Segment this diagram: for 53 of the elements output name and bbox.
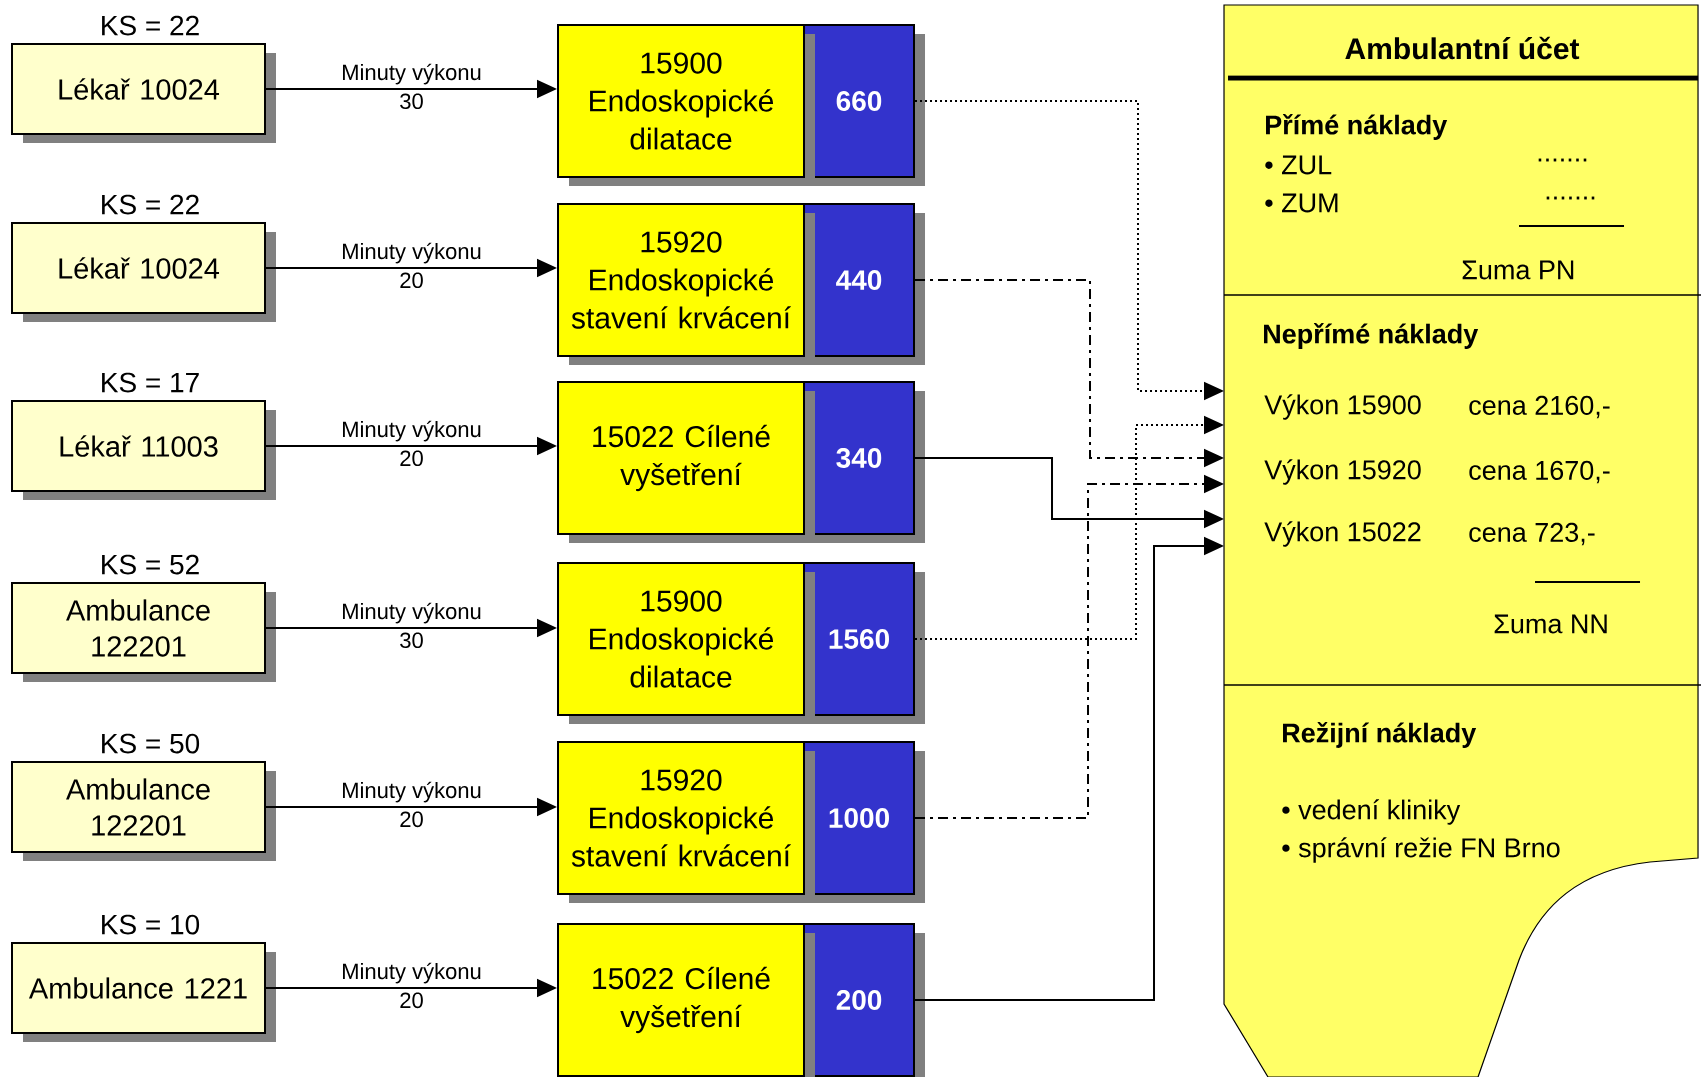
panel-text: • ZUM bbox=[1265, 193, 1338, 213]
panel-text: Σuma PN bbox=[1462, 260, 1574, 280]
panel-text: ....... bbox=[1546, 196, 1595, 200]
edge-label: Minuty výkonu bbox=[343, 242, 481, 264]
panel-text: Výkon 15900 bbox=[1264, 394, 1421, 420]
ks-label: KS = 22 bbox=[102, 194, 199, 215]
minutes-label: 30 bbox=[400, 632, 423, 649]
source-box: Lékař 11003 bbox=[11, 400, 276, 500]
section-heading: Přímé náklady bbox=[1266, 114, 1448, 140]
value-box: 1000 bbox=[803, 741, 925, 903]
edge-label: Minuty výkonu bbox=[343, 63, 481, 85]
panel-text: • vedení kliniky bbox=[1282, 799, 1461, 825]
edge-label: Minuty výkonu bbox=[343, 962, 481, 984]
value-box: 200 bbox=[803, 923, 925, 1077]
minutes-label: 20 bbox=[400, 272, 423, 289]
edge-label: Minuty výkonu bbox=[343, 781, 481, 803]
source-box: Ambulance 122201 bbox=[11, 582, 276, 682]
panel-text: cena 1670,- bbox=[1469, 460, 1610, 484]
section-heading: Nepřímé náklady bbox=[1264, 323, 1479, 349]
section-heading: Režijní náklady bbox=[1283, 722, 1477, 748]
procedure-box: 15900 Endoskopické dilatace bbox=[557, 24, 815, 186]
edge-label: Minuty výkonu bbox=[343, 420, 481, 442]
procedure-box: 15022 Cílené vyšetření bbox=[557, 381, 815, 543]
ks-label: KS = 17 bbox=[102, 372, 199, 393]
minutes-label: 20 bbox=[400, 811, 423, 828]
panel-text: Výkon 15920 bbox=[1264, 459, 1421, 485]
ks-label: KS = 22 bbox=[102, 15, 199, 36]
panel-text: cena 2160,- bbox=[1469, 395, 1610, 419]
ks-label: KS = 52 bbox=[102, 554, 199, 575]
minutes-label: 20 bbox=[400, 992, 423, 1009]
procedure-box: 15920 Endoskopické stavení krvácení bbox=[557, 741, 815, 903]
panel-text: ....... bbox=[1538, 158, 1587, 162]
source-box: Ambulance 122201 bbox=[11, 761, 276, 861]
panel-text: • správní režie FN Brno bbox=[1282, 837, 1560, 863]
source-box: Ambulance 1221 bbox=[11, 942, 276, 1042]
panel-text: cena 723,- bbox=[1469, 522, 1595, 546]
ks-label: KS = 10 bbox=[102, 914, 200, 935]
procedure-box: 15022 Cílené vyšetření bbox=[557, 923, 815, 1077]
minutes-label: 30 bbox=[400, 93, 423, 110]
procedure-box: 15900 Endoskopické dilatace bbox=[557, 562, 815, 724]
procedure-box: 15920 Endoskopické stavení krvácení bbox=[557, 203, 815, 365]
panel-text: Výkon 15022 bbox=[1264, 521, 1421, 547]
minutes-label: 20 bbox=[400, 450, 423, 467]
value-box: 1560 bbox=[803, 562, 925, 724]
edge-label: Minuty výkonu bbox=[343, 602, 481, 624]
source-box: Lékař 10024 bbox=[11, 43, 276, 143]
panel-text: Σuma NN bbox=[1494, 614, 1607, 634]
source-box: Lékař 10024 bbox=[11, 222, 276, 322]
panel-text: • ZUL bbox=[1265, 155, 1332, 175]
ks-label: KS = 50 bbox=[102, 733, 200, 754]
value-box: 440 bbox=[803, 203, 925, 365]
value-box: 660 bbox=[803, 24, 925, 186]
value-box: 340 bbox=[803, 381, 925, 543]
